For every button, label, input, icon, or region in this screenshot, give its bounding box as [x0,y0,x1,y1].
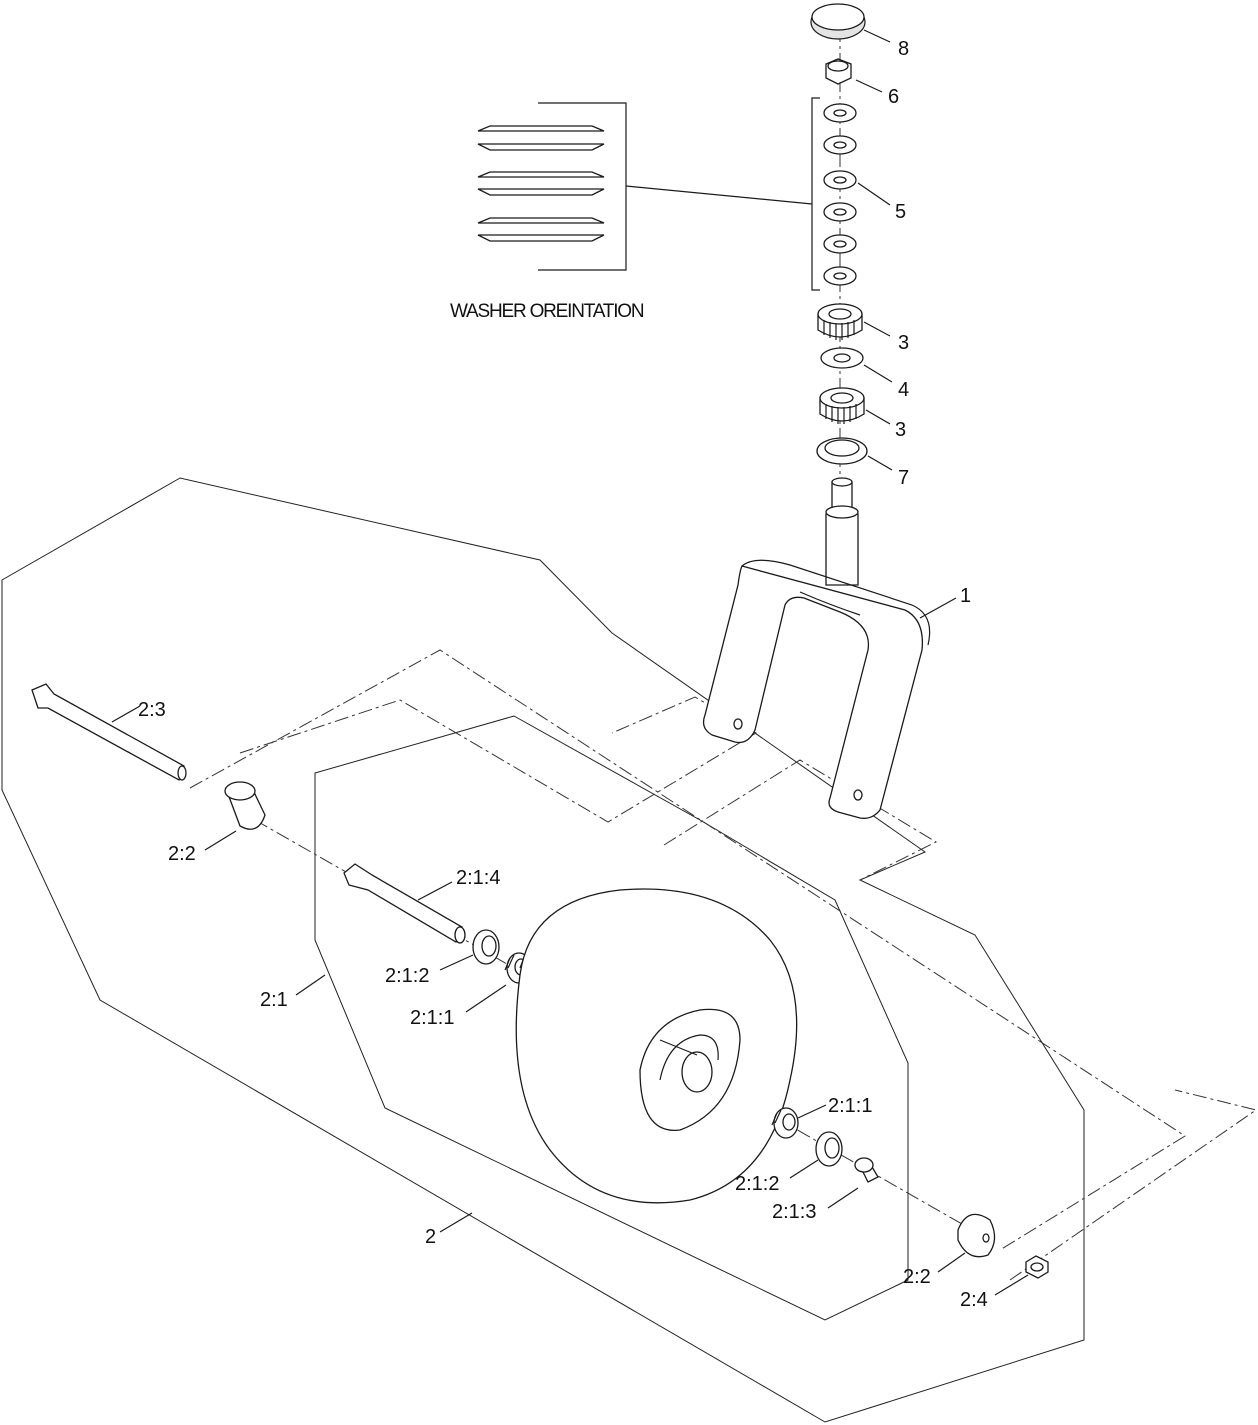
label-2-1-1-left: 2:1:1 [410,1007,454,1029]
dust-cap-8 [810,3,866,40]
bearing-cup-2-1-2-left [472,929,500,965]
label-3-lower: 3 [895,419,906,441]
label-5: 5 [895,201,906,223]
label-2-3: 2:3 [138,699,166,721]
caster-fork-1 [702,477,931,819]
label-8: 8 [898,38,909,60]
label-2-2-right: 2:2 [903,1266,931,1288]
label-7: 7 [898,467,909,489]
washer-orientation-caption: WASHER OREINTATION [450,301,644,322]
washer-stack-profile [477,125,605,242]
washer-orientation-inset: WASHER OREINTATION [450,97,820,322]
locknut-2-4 [1025,1255,1049,1279]
wheel-tire [515,888,798,1204]
label-2-1-4: 2:1:4 [456,867,500,889]
label-2-1-1-right: 2:1:1 [828,1095,872,1117]
bearing-cone-2-1-1-right [771,1107,799,1139]
thrust-washer-4 [820,347,864,369]
label-2-1-2-left: 2:1:2 [385,965,429,987]
label-4: 4 [898,379,909,401]
spacer-2-2-left [224,781,266,830]
label-2-4: 2:4 [960,1289,988,1311]
locknut-6 [825,58,852,85]
label-2: 2 [425,1226,436,1248]
spring-washers-5 [823,103,857,286]
spacer-tube-2-1-4 [343,863,466,944]
label-2-1-3: 2:1:3 [772,1201,816,1223]
callout-labels: 8 6 5 3 4 3 7 1 2:3 2:2 2:1:4 2:1:2 2:1:… [138,38,988,1311]
label-1: 1 [960,585,971,607]
bearing-cup-2-1-2-right [815,1131,843,1167]
leader-lines [111,29,1029,1296]
spacer-2-2-right [957,1213,996,1258]
label-6: 6 [888,86,899,108]
assembly-2-outline [1,477,1085,1423]
label-3-upper: 3 [898,332,909,354]
label-2-1: 2:1 [260,989,288,1011]
wheel-assembly-outline [314,715,909,1321]
label-2-1-2-right: 2:1:2 [735,1173,779,1195]
bearing-cone-3-lower [819,387,865,424]
label-2-2-left: 2:2 [168,843,196,865]
axle-bolt-2-3 [31,683,187,781]
bearing-cone-3-upper [817,303,863,340]
spacer-2-1-3 [854,1157,879,1183]
seal-7 [816,437,868,465]
